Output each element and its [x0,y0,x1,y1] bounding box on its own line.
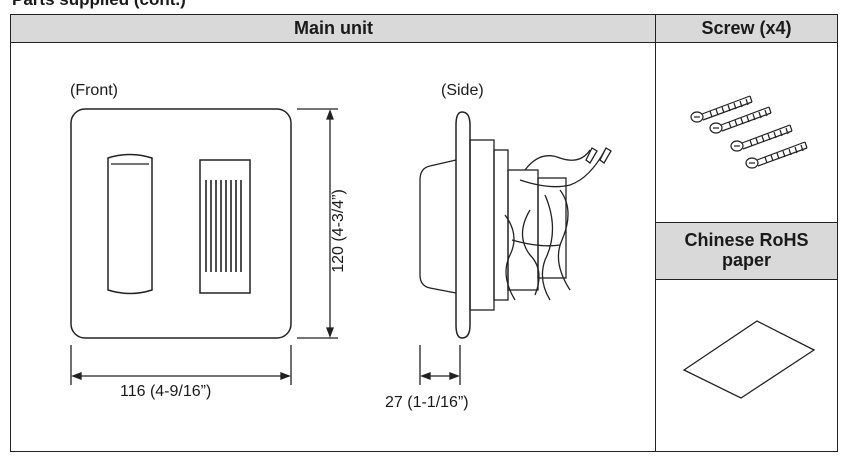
column-divider [655,15,656,451]
side-view-drawing [419,111,612,385]
front-view-label: (Front) [70,82,118,99]
front-view-drawing [70,108,338,385]
section-heading: Parts supplied (cont.) [12,0,186,10]
side-view-label: (Side) [441,82,484,99]
screws-drawing [690,95,808,169]
grille-slots [205,180,242,272]
screw-header: Screw (x4) [656,15,837,43]
rohs-paper-header: Chinese RoHS paper [656,222,837,280]
parts-table: Main unit Screw (x4) Chinese RoHS paper [10,14,838,452]
rohs-paper-drawing [682,320,816,399]
main-unit-header: Main unit [11,15,656,43]
depth-dimension-label: 27 (1-1/16”) [385,394,469,411]
width-dimension-label: 116 (4-9/16”) [120,383,212,400]
